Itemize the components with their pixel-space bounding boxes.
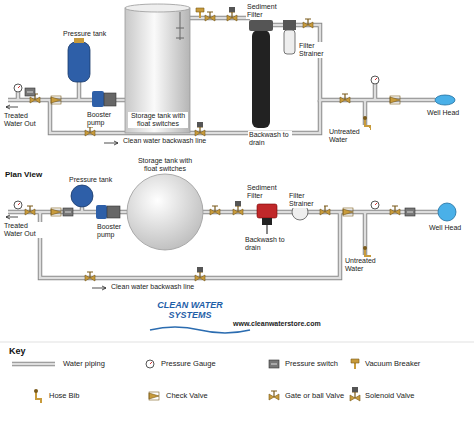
symbol-part xyxy=(63,208,73,216)
filter-strainer xyxy=(284,30,295,54)
legend-label: Water piping xyxy=(62,360,106,369)
well-head xyxy=(435,95,455,105)
component-label: Pressure tank xyxy=(62,30,114,38)
symbol-part xyxy=(146,360,154,368)
symbol-part xyxy=(405,208,415,216)
component-label: Well Head xyxy=(426,109,472,117)
component-label: Sediment Filter xyxy=(246,3,282,19)
float-switches xyxy=(176,12,184,40)
symbol-part xyxy=(25,88,35,96)
flow-arrow xyxy=(6,105,18,109)
symbol-part xyxy=(195,267,205,281)
flow-arrow xyxy=(104,141,118,145)
section-heading: Plan View xyxy=(4,170,49,179)
symbol-part xyxy=(227,7,237,21)
component-label: Untreated Water xyxy=(344,257,386,273)
component-label: Untreated Water xyxy=(328,128,370,144)
well-head-plan xyxy=(438,203,456,221)
symbol-part xyxy=(269,391,279,400)
symbol-part xyxy=(343,208,353,216)
symbol-part xyxy=(14,84,22,92)
component-label: Filter Strainer xyxy=(288,192,324,208)
symbol-part xyxy=(149,392,159,400)
symbol-part xyxy=(390,96,400,104)
website-url: www.cleanwaterstore.com xyxy=(232,320,342,328)
legend-pipe xyxy=(12,363,55,366)
symbol-part xyxy=(303,19,313,28)
symbol-part xyxy=(350,387,360,401)
symbol-part xyxy=(269,360,279,368)
storage-tank-plan xyxy=(127,174,203,250)
booster-pump xyxy=(104,93,116,106)
symbol-part xyxy=(390,206,400,215)
symbol-part xyxy=(85,127,95,136)
component-label: Well Head xyxy=(428,224,472,232)
component-label: Booster pump xyxy=(96,223,126,239)
storage-tank xyxy=(125,8,190,133)
legend-label: Gate or ball Valve xyxy=(284,392,345,401)
pressure-tank xyxy=(68,42,90,82)
component-label: Booster pump xyxy=(86,111,116,127)
drain-line xyxy=(266,225,268,234)
sediment-filter-plan xyxy=(257,204,277,218)
symbol-part xyxy=(195,122,205,136)
water-piping xyxy=(8,18,438,278)
tank-fitting xyxy=(74,38,84,43)
symbol-part xyxy=(371,201,379,209)
symbol-part xyxy=(233,201,243,215)
component-label: Pressure tank xyxy=(68,176,120,184)
symbol-part xyxy=(371,76,379,84)
symbol-part xyxy=(14,201,22,209)
component-label: Sediment Filter xyxy=(246,184,282,200)
symbol-part xyxy=(340,94,350,103)
component-label: Clean water backwash line xyxy=(122,137,242,145)
pump-motor xyxy=(92,91,104,107)
strainer-head xyxy=(283,20,296,30)
symbol-part xyxy=(51,96,61,104)
section-heading: Key xyxy=(8,346,38,356)
component-label: Storage tank with float switches xyxy=(133,157,197,173)
symbol-part xyxy=(34,389,41,403)
flow-arrow xyxy=(6,215,18,219)
filter-head xyxy=(249,20,273,31)
symbol-part xyxy=(25,206,35,215)
component-label: Treated Water Out xyxy=(3,222,43,238)
component-label: Treated Water Out xyxy=(3,112,43,128)
component-label: Filter Strainer xyxy=(298,42,334,58)
water-piping xyxy=(8,18,438,278)
sediment-filter xyxy=(252,30,270,128)
pressure-tank-plan xyxy=(71,185,93,207)
legend-label: Pressure Gauge xyxy=(160,360,217,369)
symbol-part xyxy=(196,8,204,18)
symbol-part xyxy=(205,12,215,21)
filter-valve xyxy=(262,218,272,225)
component-label: Backwash to drain xyxy=(244,236,290,252)
legend-label: Hose Bib xyxy=(48,392,80,401)
symbol-part xyxy=(210,206,220,215)
flow-arrow xyxy=(92,286,106,290)
legend-label: Pressure switch xyxy=(284,360,339,369)
symbol-part xyxy=(51,208,61,216)
logo-text: CLEAN WATER SYSTEMS xyxy=(152,300,228,321)
legend-label: Check Valve xyxy=(165,392,209,401)
booster-pump-plan xyxy=(107,206,120,218)
legend-label: Vacuum Breaker xyxy=(364,360,421,369)
legend-label: Solenoid Valve xyxy=(364,392,415,401)
legend-pipe xyxy=(12,362,55,367)
symbol-part xyxy=(85,272,95,281)
key-rule xyxy=(0,342,474,343)
component-label: Clean water backwash line xyxy=(110,283,230,291)
component-label: Backwash to drain xyxy=(248,131,292,147)
pump-motor xyxy=(96,205,107,219)
storage-tank-top xyxy=(125,4,190,12)
symbol-part xyxy=(351,359,359,369)
component-label: Storage tank with float switches xyxy=(128,112,188,128)
